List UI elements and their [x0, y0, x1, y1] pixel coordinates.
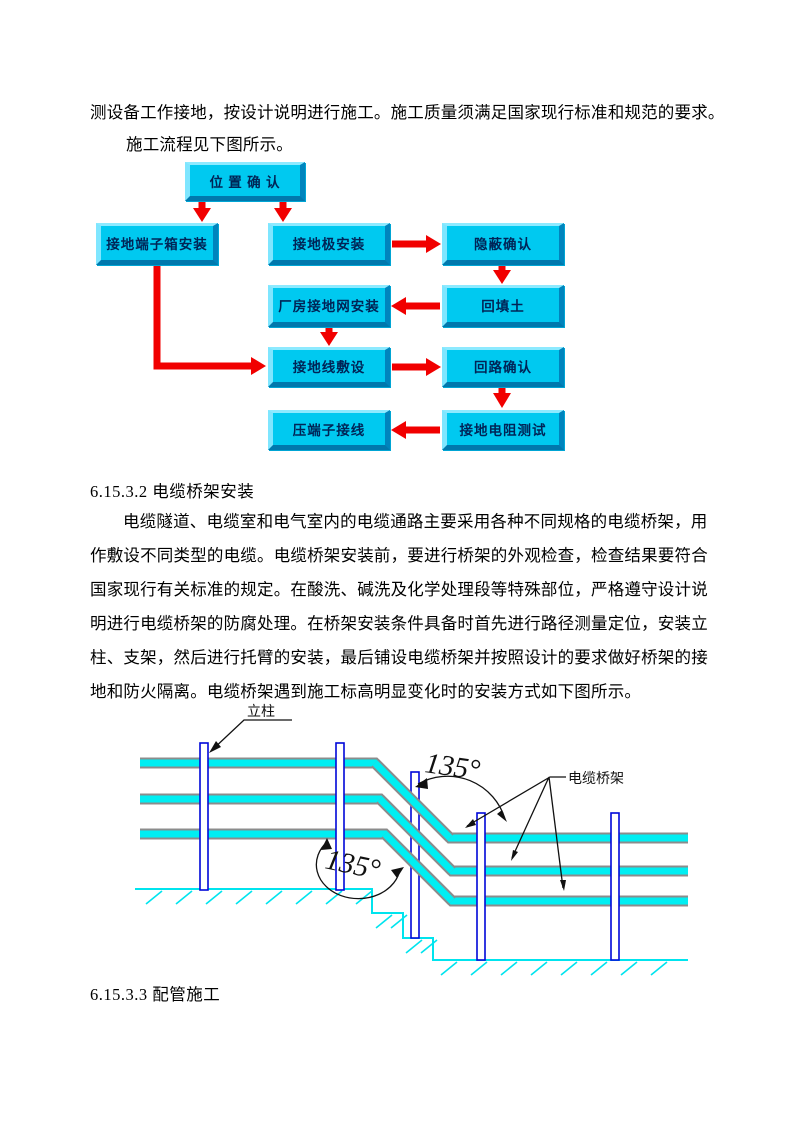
tray-slope-fills — [372, 760, 455, 904]
flow-box-terminal-box-install: 接地端子箱安装 — [96, 223, 218, 265]
hatch-tick — [470, 961, 488, 976]
arc1-arrowhead-left — [415, 778, 428, 789]
flow-box-resistance-test: 接地电阻测试 — [442, 410, 564, 450]
hatch-tick — [175, 890, 193, 905]
post-2 — [335, 742, 345, 891]
hatch-tick — [620, 961, 638, 976]
angle-label-1: 135° — [423, 747, 482, 786]
hatch-tick — [650, 961, 668, 976]
post-4 — [476, 812, 486, 961]
flow-box-backfill: 回填土 — [442, 285, 564, 327]
angle-arc-2 — [315, 841, 401, 900]
column-label: 立柱 — [247, 704, 275, 720]
tray-label: 电缆桥架 — [568, 771, 624, 787]
hatch-tick — [325, 890, 343, 905]
tray-leader-lines — [466, 776, 566, 889]
section-heading-6-15-3-2: 6.15.3.2 电缆桥架安装 — [90, 482, 255, 501]
annotation-arrowheads — [209, 741, 566, 891]
flow-box-crimp-terminal-wiring: 压端子接线 — [268, 410, 390, 450]
ground-step-line — [135, 888, 688, 961]
flow-box-plant-grid-install: 厂房接地网安装 — [268, 285, 390, 327]
diagram-annotations — [210, 719, 566, 900]
column-leader-line — [210, 719, 292, 752]
hatch-tick — [500, 961, 518, 976]
flow-box-position-confirm: 位 置 确 认 — [185, 162, 305, 201]
hatch-tick — [405, 939, 423, 954]
hatch-tick — [235, 890, 253, 905]
body-line-3: 国家现行有关标准的规定。在酸洗、碱洗及化学处理段等特殊部位，严格遵守设计说 — [90, 580, 708, 599]
section-heading-6-15-3-3: 6.15.3.3 配管施工 — [90, 985, 221, 1004]
flow-box-loop-confirm: 回路确认 — [442, 347, 564, 387]
body-line-6: 地和防火隔离。电缆桥架遇到施工标高明显变化时的安装方式如下图所示。 — [90, 682, 642, 701]
intro-line-2: 施工流程见下图所示。 — [126, 135, 293, 154]
flow-box-electrode-install: 接地极安装 — [268, 223, 390, 265]
hatch-tick — [295, 890, 313, 905]
body-line-4: 明进行电缆桥架的防腐处理。在桥架安装条件具备时首先进行路径测量定位，安装立 — [90, 614, 708, 633]
post-1 — [199, 742, 209, 891]
arrow-elbow — [153, 266, 251, 370]
flowchart-arrows — [153, 201, 511, 439]
intro-line-1: 测设备工作接地，按设计说明进行施工。施工质量须满足国家现行标准和规范的要求。 — [90, 103, 725, 122]
hatch-tick — [145, 890, 163, 905]
column-arrowhead — [209, 741, 221, 753]
body-line-5: 柱、支架，然后进行托臂的安装，最后铺设电缆桥架并按照设计的要求做好桥架的接 — [90, 648, 708, 667]
flow-box-conceal-confirm: 隐蔽确认 — [442, 223, 564, 265]
ground-hatching — [145, 890, 668, 976]
flow-box-ground-wire-laying: 接地线敷设 — [268, 347, 390, 387]
hatch-tick — [375, 914, 393, 929]
body-line-1: 电缆隧道、电缆室和电气室内的电缆通路主要采用各种不同规格的电缆桥架，用 — [123, 512, 708, 531]
hatch-tick — [205, 890, 223, 905]
posts — [199, 742, 620, 961]
angle-label-2: 135° — [323, 844, 384, 887]
arc2-arrowhead-right — [391, 867, 404, 878]
hatch-tick — [440, 961, 458, 976]
hatch-tick — [560, 961, 578, 976]
hatch-tick — [390, 914, 408, 929]
arc1-arrowhead-right — [497, 810, 507, 822]
angle-arc-1 — [417, 775, 506, 820]
cable-tray-diagram: 立柱 电缆桥架 135° 135° — [135, 704, 688, 976]
hatch-tick — [265, 890, 283, 905]
hatch-tick — [530, 961, 548, 976]
hatch-tick — [590, 961, 608, 976]
hatch-tick — [420, 939, 438, 954]
arc2-arrowhead-left — [321, 838, 332, 850]
body-line-2: 作敷设不同类型的电缆。电缆桥架安装前，要进行桥架的外观检查，检查结果要符合 — [90, 546, 708, 565]
post-5 — [610, 812, 620, 961]
hatch-tick — [355, 890, 373, 905]
